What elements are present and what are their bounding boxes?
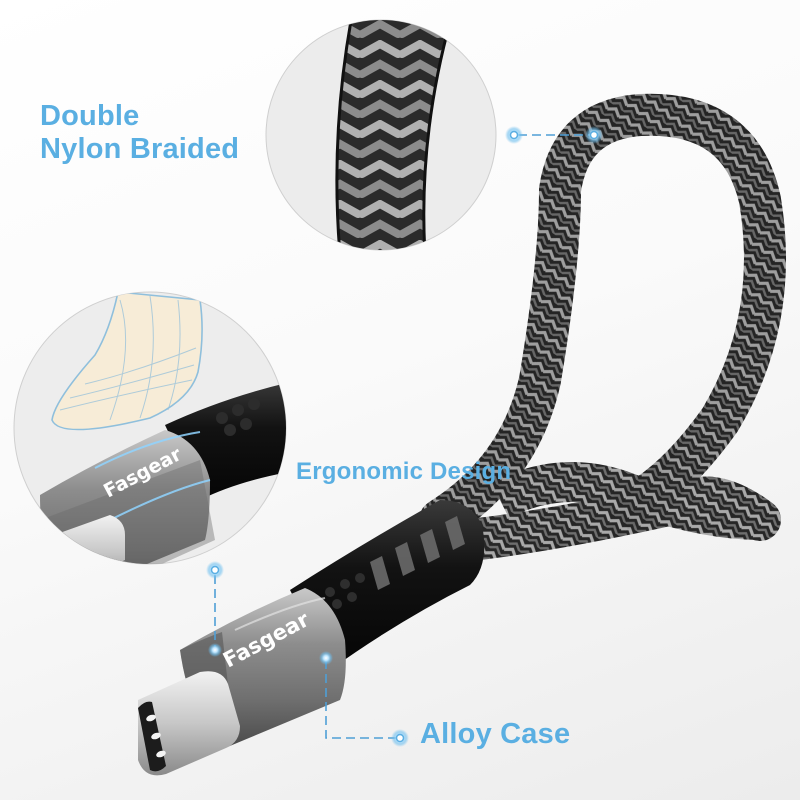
- braid-closeup-circle: [265, 19, 497, 251]
- feature-label-braided: Double Nylon Braided: [40, 100, 239, 167]
- callout-dot-icon: [319, 651, 333, 665]
- callout-dot-icon: [208, 643, 222, 657]
- feature-label-braided-line1: Double: [40, 100, 140, 132]
- usb-c-tip: [138, 671, 240, 776]
- feature-label-alloy: Alloy Case: [420, 718, 571, 750]
- feature-label-braided-line2: Nylon Braided: [40, 133, 240, 166]
- braided-cable: [419, 93, 786, 561]
- feature-label-ergonomic: Ergonomic Design: [296, 458, 512, 485]
- ergonomic-closeup-circle: Fasgear: [13, 291, 287, 565]
- callout-alloy: [325, 660, 396, 739]
